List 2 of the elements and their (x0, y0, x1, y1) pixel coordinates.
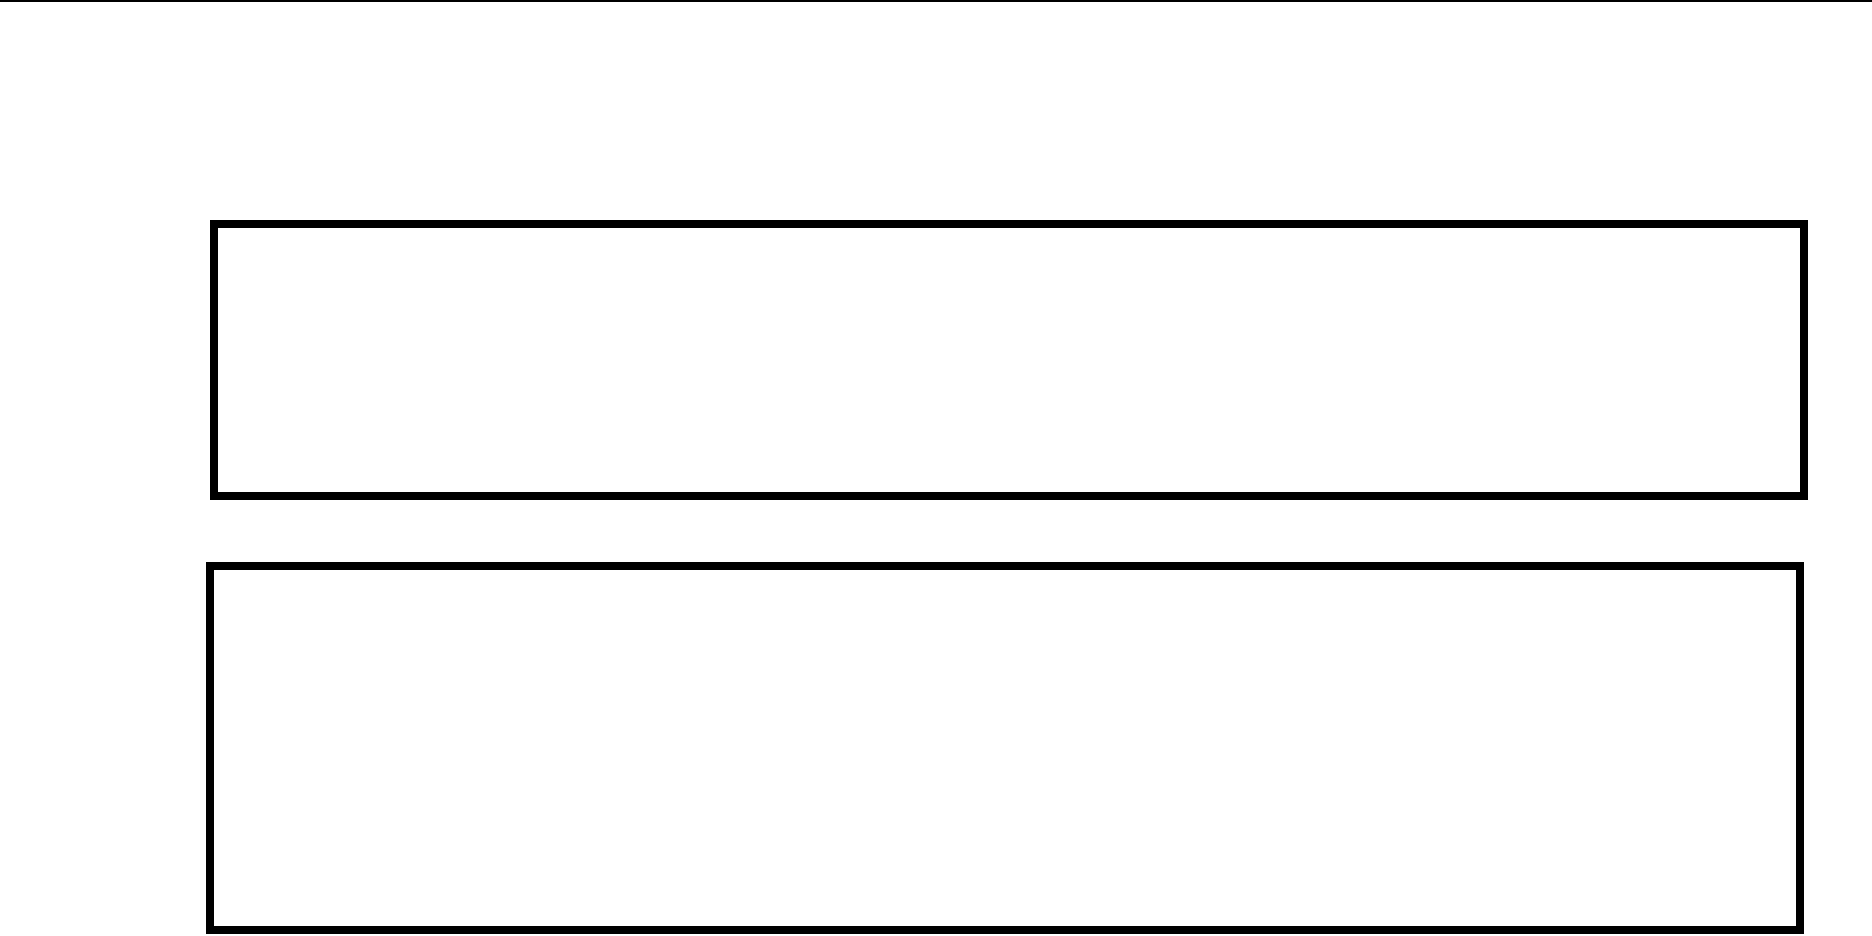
empty-box (206, 562, 1804, 934)
empty-box (210, 220, 1808, 500)
